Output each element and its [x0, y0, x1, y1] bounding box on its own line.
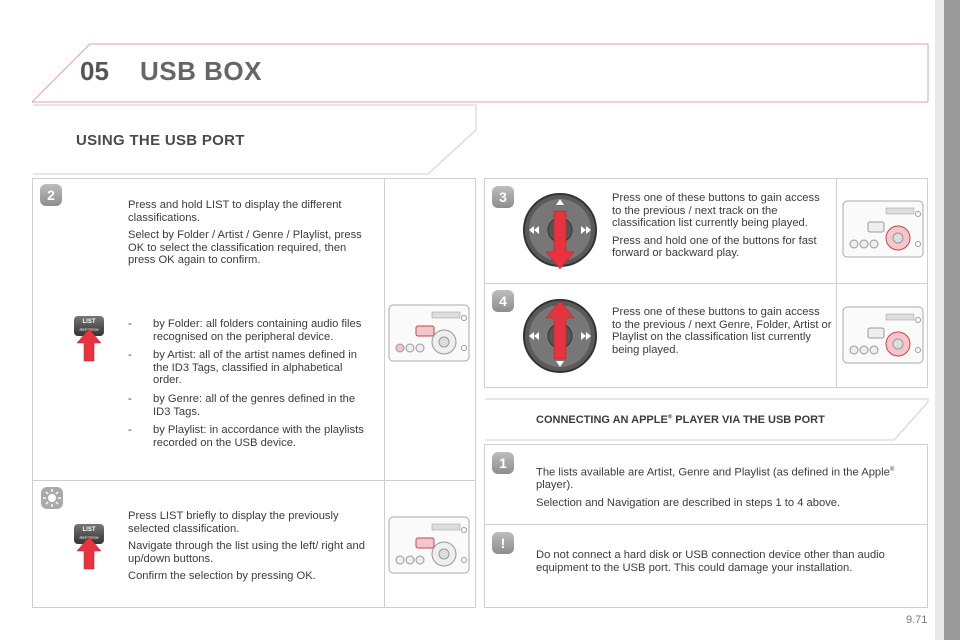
radio-unit-illustration [388, 304, 470, 362]
navigation-panel-divider [836, 178, 837, 388]
section-title: USING THE USB PORT [76, 132, 245, 149]
radio-unit-illustration [842, 306, 924, 364]
info-text: The lists available are Artist, Genre an… [536, 464, 912, 515]
step-2-intro-2: Select by Folder / Artist / Genre / Play… [128, 229, 362, 267]
step-2-intro-1: Press and hold LIST to display the diffe… [128, 199, 342, 224]
tip-text-3: Confirm the selection by pressing OK. [128, 570, 316, 583]
list-item: - by Artist: all of the artist names defi… [128, 349, 370, 387]
info-text-2: Selection and Navigation are described i… [536, 496, 841, 509]
down-arrow-icon [545, 210, 575, 270]
radio-unit-illustration [842, 200, 924, 258]
warning-icon: ! [492, 532, 514, 554]
apple-panel [484, 444, 928, 608]
section-title-frame [33, 104, 477, 175]
step-2-intro: Press and hold LIST to display the diffe… [128, 199, 368, 272]
apple-section-title: CONNECTING AN APPLE® PLAYER VIA THE USB … [536, 414, 825, 426]
page-number: 9.71 [906, 614, 928, 626]
list-item: - by Genre: all of the genres defined in … [128, 393, 370, 418]
step-4-text: Press one of these buttons to gain acces… [612, 306, 832, 361]
info-text-1b: player). [536, 479, 574, 492]
classification-list: - by Folder: all folders containing audio… [128, 318, 370, 455]
step-4-badge: 4 [492, 290, 514, 312]
tip-text-1: Press LIST briefly to display the previo… [128, 510, 339, 535]
left-panel-divider [384, 178, 385, 608]
info-text-1: The lists available are Artist, Genre an… [536, 464, 912, 492]
bullet-text: by Playlist: in accordance with the play… [153, 424, 364, 449]
apple-title-text: CONNECTING AN APPLE [536, 414, 668, 426]
step-3-text-2: Press and hold one of the buttons for fa… [612, 234, 817, 260]
side-strip [944, 0, 960, 640]
chapter-number: 05 [80, 56, 109, 86]
warning-text: Do not connect a hard disk or USB connec… [536, 549, 912, 579]
bullet-dash: - [128, 392, 132, 405]
warning-text-1: Do not connect a hard disk or USB connec… [536, 549, 885, 574]
bullet-dash: - [128, 318, 132, 330]
tip-text: Press LIST briefly to display the previo… [128, 510, 368, 588]
list-item: - by Folder: all folders containing audio… [128, 318, 370, 343]
bullet-text: by Folder: all folders containing audio … [153, 318, 362, 343]
press-arrow-icon [76, 536, 102, 570]
apple-panel-separator [484, 524, 928, 525]
step-2-badge: 2 [40, 184, 62, 206]
registered-mark: ® [667, 414, 673, 421]
navigation-panel-separator [484, 283, 928, 284]
list-button-label: LIST [82, 527, 96, 533]
bullet-dash: - [128, 424, 132, 437]
radio-unit-illustration [388, 516, 470, 574]
step-3-text: Press one of these buttons to gain acces… [612, 192, 832, 265]
header-frame [31, 43, 929, 103]
side-strip-light [935, 0, 944, 640]
list-item: - by Playlist: in accordance with the pla… [128, 424, 370, 449]
chapter-title: USB BOX [140, 56, 262, 86]
registered-mark: ® [889, 467, 895, 473]
bullet-dash: - [128, 349, 132, 362]
list-button-label: LIST [82, 319, 96, 325]
step-3-text-1: Press one of these buttons to gain acces… [612, 192, 820, 230]
bullet-text: by Artist: all of the artist names defin… [153, 349, 357, 387]
up-arrow-icon [545, 300, 575, 360]
left-panel-separator [32, 480, 476, 481]
tip-text-2: Navigate through the list using the left… [128, 540, 365, 565]
bullet-text: by Genre: all of the genres defined in t… [153, 392, 356, 418]
press-arrow-icon [76, 328, 102, 362]
step-4-text-1: Press one of these buttons to gain acces… [612, 306, 832, 356]
step-3-badge: 3 [492, 186, 514, 208]
info-badge: 1 [492, 452, 514, 474]
lightbulb-icon [41, 487, 63, 509]
apple-title-frame [485, 398, 929, 441]
apple-title-text-end: PLAYER VIA THE USB PORT [672, 414, 825, 426]
info-text-1a: The lists available are Artist, Genre an… [536, 466, 890, 479]
